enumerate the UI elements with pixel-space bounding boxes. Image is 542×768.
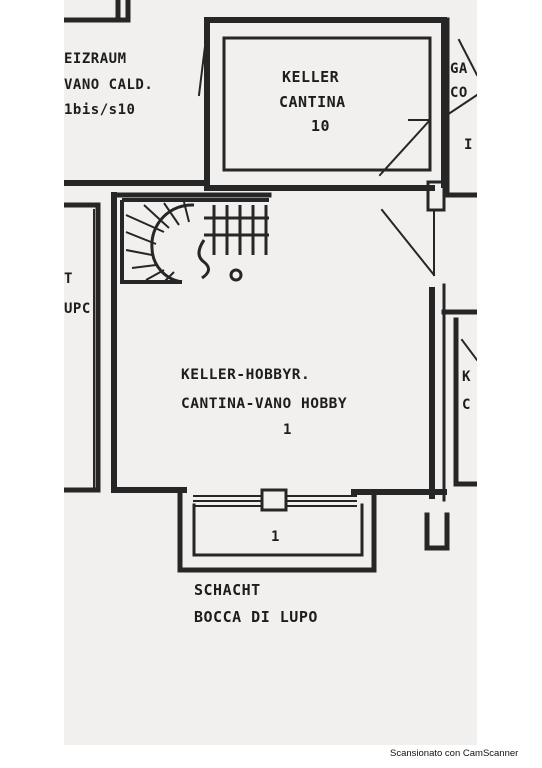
door-hobby-swing: [380, 208, 436, 277]
label-garage-1: GA: [450, 61, 468, 77]
wall-left-room: [64, 202, 101, 493]
label-hobby-1: KELLER-HOBBYR.: [181, 367, 311, 383]
staircase-steps: [125, 201, 190, 283]
wall-keller-outer: [204, 17, 447, 191]
label-heizraum-2: VANO CALD.: [64, 77, 154, 93]
label-left-room-2: UPC: [64, 301, 91, 317]
camscanner-footer: Scansionato con CamScanner: [390, 748, 519, 759]
door-pillar: [426, 180, 446, 212]
door-keller-swing: [378, 118, 432, 177]
floor-plan-drawing: [64, 0, 477, 573]
label-shaft-number: 1: [271, 529, 280, 545]
wall-stub-bottom-right: [424, 512, 450, 551]
staircase-inner-arc: [150, 203, 195, 284]
staircase: [120, 198, 269, 284]
staircase-hook: [197, 239, 210, 280]
staircase-post: [229, 268, 243, 282]
wall-hobby-bottom: [111, 487, 447, 495]
label-keller-3: 10: [311, 117, 331, 135]
label-right-room-1: K: [462, 369, 471, 385]
label-right-room-2: C: [462, 397, 471, 413]
wall-top-stub: [115, 0, 131, 23]
floor-plan-scan: EIZRAUM VANO CALD. 1bis/s10 KELLER CANTI…: [64, 0, 477, 745]
wall-keller-inner: [222, 36, 432, 172]
label-garage-3: I: [464, 137, 473, 153]
label-keller-2: CANTINA: [279, 93, 346, 111]
label-schacht-1: SCHACHT: [194, 581, 261, 599]
label-heizraum-1: EIZRAUM: [64, 51, 127, 67]
label-schacht-2: BOCCA DI LUPO: [194, 608, 318, 626]
door-right-room: [460, 338, 477, 362]
staircase-outer-arc: [120, 198, 269, 284]
label-hobby-2: CANTINA-VANO HOBBY: [181, 396, 348, 412]
shaft-inner: [192, 503, 364, 557]
wall-right-room: [441, 309, 477, 487]
wall-garage: [444, 17, 477, 198]
shaft-outer: [177, 489, 377, 573]
label-garage-2: CO: [450, 85, 468, 101]
shaft-window-frame: [260, 488, 288, 512]
door-heizraum-arc: [197, 28, 209, 97]
label-keller-1: KELLER: [282, 68, 340, 86]
shaft-window-lines: [193, 495, 357, 507]
label-hobby-3: 1: [283, 422, 292, 438]
staircase-treads: [204, 205, 269, 255]
label-left-room-1: T: [64, 271, 73, 287]
door-garage: [445, 38, 477, 117]
label-heizraum-3: 1bis/s10: [64, 102, 136, 118]
